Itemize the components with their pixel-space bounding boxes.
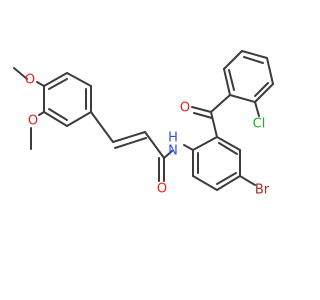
atom-label-oxygen: O — [28, 114, 38, 129]
atom-label-chlorine: Cl — [253, 117, 266, 132]
bond — [163, 150, 173, 159]
bond — [223, 50, 243, 70]
bond — [216, 136, 241, 151]
atom-label-oxygen: O — [25, 73, 35, 88]
bond — [193, 112, 213, 119]
bond — [241, 50, 268, 59]
bond — [254, 83, 274, 103]
bond — [114, 137, 147, 149]
bond — [112, 131, 146, 143]
bond — [66, 72, 92, 87]
bond — [223, 68, 231, 96]
bond — [36, 81, 45, 87]
molecule-structure: O O O O H N Cl Br — [13, 50, 274, 198]
bond — [144, 131, 165, 159]
bonds — [13, 50, 274, 191]
bond — [218, 142, 238, 155]
bond — [192, 136, 218, 151]
bond — [48, 108, 68, 121]
bond — [239, 175, 256, 186]
bond — [216, 175, 241, 191]
atom-labels: O O O O H N Cl Br — [25, 73, 270, 198]
atom-label-nitrogen: N — [168, 144, 178, 159]
bond — [13, 67, 28, 80]
bond — [210, 94, 231, 113]
bond — [38, 111, 45, 116]
bond — [66, 111, 92, 127]
atom-label-hydrogen: H — [168, 131, 178, 146]
bond — [192, 175, 218, 191]
atom-label-bromine: Br — [255, 183, 270, 198]
bond — [191, 106, 212, 113]
bond — [90, 111, 114, 143]
bond — [243, 56, 264, 64]
bond — [254, 82, 269, 97]
bond — [210, 111, 218, 138]
bond — [48, 78, 68, 90]
bond — [43, 111, 68, 127]
atom-label-oxygen: O — [180, 101, 190, 116]
bond — [216, 172, 237, 185]
bond — [229, 94, 256, 103]
atom-label-oxygen: O — [157, 182, 167, 197]
bond — [228, 69, 235, 91]
bond — [183, 144, 194, 151]
bond — [43, 72, 68, 87]
bond — [266, 57, 274, 85]
bond — [254, 101, 260, 117]
